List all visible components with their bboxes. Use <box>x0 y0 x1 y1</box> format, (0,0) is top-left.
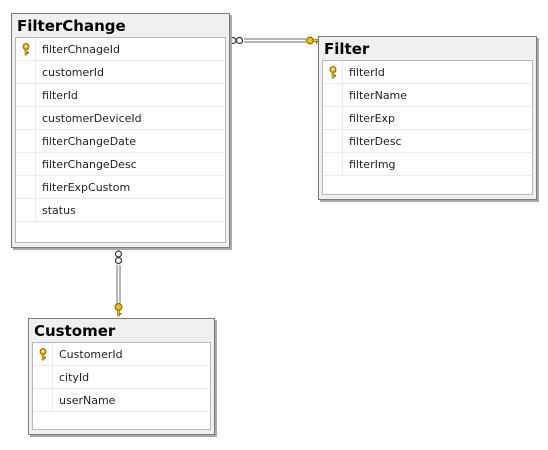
column-list: CustomerId cityId userName <box>32 342 211 430</box>
column-name: cityId <box>59 371 90 384</box>
column-name: userName <box>59 394 116 407</box>
column-name: customerId <box>42 66 105 79</box>
primary-key-cell <box>33 343 53 365</box>
key-cell <box>16 84 36 106</box>
primary-key-cell <box>323 61 343 83</box>
column-name: filterImg <box>349 158 396 171</box>
key-cell <box>16 61 36 83</box>
column-name: filterChangeDate <box>42 135 136 148</box>
relationship-filterchange-filter[interactable] <box>229 36 320 45</box>
key-cell <box>323 130 343 152</box>
key-cell <box>16 176 36 198</box>
column-name: filterChangeDesc <box>42 158 137 171</box>
column-row[interactable]: userName <box>33 389 210 412</box>
key-cell <box>16 153 36 175</box>
column-list: filterChnageId customerId filterId customer… <box>15 37 226 243</box>
column-row[interactable]: filterDesc <box>323 130 532 153</box>
column-name: filterId <box>42 89 78 102</box>
key-cell <box>323 84 343 106</box>
column-name: filterChnageId <box>42 43 120 56</box>
column-row[interactable]: CustomerId <box>33 343 210 366</box>
one-key-icon <box>306 36 320 45</box>
column-list: filterId filterName filterExp filterDesc fil… <box>322 60 533 195</box>
column-row[interactable]: filterImg <box>323 153 532 176</box>
relationship-filterchange-customer[interactable] <box>114 250 123 317</box>
column-row[interactable]: filterChangeDate <box>16 130 225 153</box>
key-cell <box>16 107 36 129</box>
column-name: customerDeviceId <box>42 112 142 125</box>
column-row[interactable]: filterName <box>323 84 532 107</box>
table-title: Customer <box>34 322 116 340</box>
key-cell <box>33 366 53 388</box>
column-name: filterExp <box>349 112 396 125</box>
column-row[interactable]: filterId <box>323 61 532 84</box>
column-row[interactable]: filterChnageId <box>16 38 225 61</box>
key-cell <box>33 389 53 411</box>
key-cell <box>16 130 36 152</box>
column-name: status <box>42 204 76 217</box>
key-cell <box>323 153 343 175</box>
column-name: filterName <box>349 89 408 102</box>
many-infinity-icon <box>114 250 123 265</box>
column-name: filterDesc <box>349 135 402 148</box>
table-title: Filter <box>324 40 370 58</box>
many-infinity-icon <box>229 36 244 45</box>
primary-key-cell <box>16 38 36 60</box>
column-row[interactable]: filterChangeDesc <box>16 153 225 176</box>
column-row[interactable]: filterExp <box>323 107 532 130</box>
column-row[interactable]: filterId <box>16 84 225 107</box>
table-customer[interactable]: Customer CustomerId cityId userName <box>28 318 215 435</box>
key-cell <box>16 199 36 221</box>
column-name: CustomerId <box>59 348 123 361</box>
column-name: filterExpCustom <box>42 181 131 194</box>
column-row[interactable]: filterExpCustom <box>16 176 225 199</box>
column-row[interactable]: customerId <box>16 61 225 84</box>
column-row[interactable]: customerDeviceId <box>16 107 225 130</box>
column-row[interactable]: cityId <box>33 366 210 389</box>
one-key-icon <box>114 303 123 317</box>
table-title: FilterChange <box>17 17 126 35</box>
column-name: filterId <box>349 66 385 79</box>
key-cell <box>323 107 343 129</box>
column-row[interactable]: status <box>16 199 225 222</box>
